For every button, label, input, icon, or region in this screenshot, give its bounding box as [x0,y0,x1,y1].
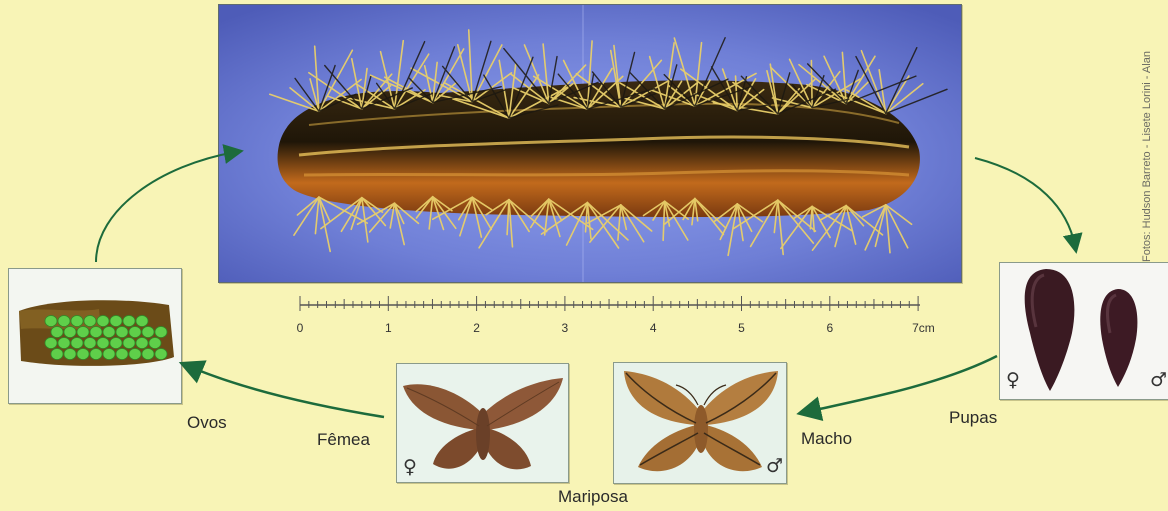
photo-credit: Fotos: Hudson Barreto - Lisete Lorini - … [1142,51,1153,262]
ruler-tick-label: 3 [562,321,569,335]
ruler-tick-label: 2 [473,321,480,335]
male-moth-photo: ♂ [613,362,787,484]
ruler-tick-label: 0 [297,321,304,335]
label-eggs: Ovos [187,414,227,431]
arrow-caterpillar-to-pupae [975,158,1075,246]
ruler-tick-label: 1 [385,321,392,335]
label-pupae: Pupas [949,409,997,426]
label-female: Fêmea [317,431,370,448]
female-symbol-moth: ♀ [403,458,417,477]
caterpillar-photo [218,4,962,283]
ruler-tick-label: 6 [826,321,833,335]
eggs-photo [8,268,182,404]
ruler-tick-label: 4 [650,321,657,335]
male-symbol-pupa: ♂ [1150,371,1167,390]
arrow-female-to-eggs [188,366,384,417]
arrow-pupae-to-male [806,356,997,412]
label-moth: Mariposa [558,488,628,505]
pupae-photo: ♀ ♂ [999,262,1168,400]
ruler: 0 1 2 3 4 5 6 7cm [290,286,950,346]
label-male: Macho [801,430,852,447]
female-moth-photo: ♀ [396,363,569,483]
ruler-tick-label: 5 [738,321,745,335]
female-symbol-pupa: ♀ [1006,371,1020,390]
arrow-eggs-to-caterpillar [96,152,236,262]
male-symbol-moth: ♂ [766,457,783,476]
ruler-tick-label: 7cm [912,321,935,335]
